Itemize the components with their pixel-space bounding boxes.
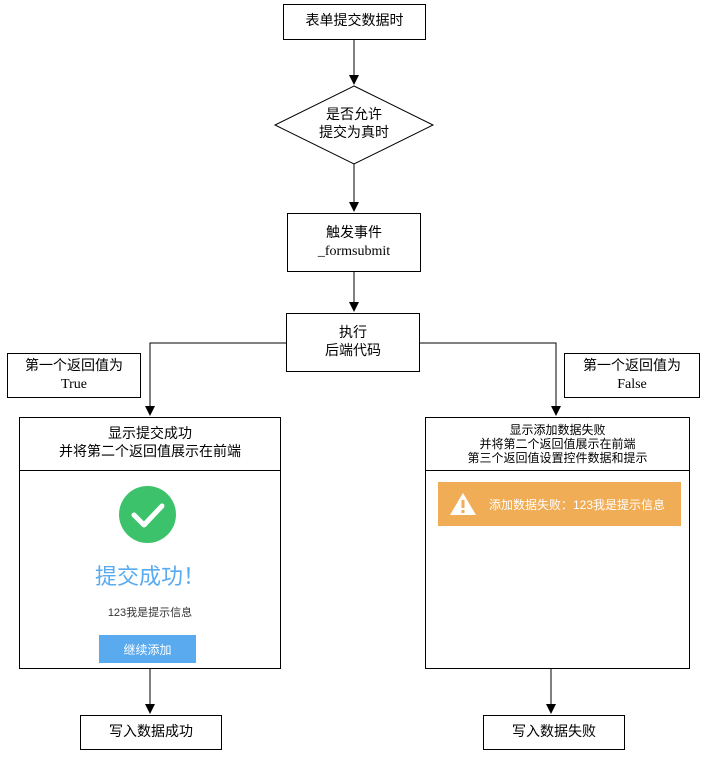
- arrow-execute-to-fail: [420, 342, 561, 416]
- fail-title-line-2: 并将第二个返回值展示在前端: [479, 437, 636, 451]
- success-panel-header: 显示提交成功 并将第二个返回值展示在前端: [20, 418, 280, 471]
- success-heading: 提交成功！: [94, 564, 205, 589]
- arrow-execute-to-success: [145, 342, 286, 416]
- fail-alert-bar: 添加数据失败：123我是提示信息: [438, 482, 681, 526]
- fail-title-line-1: 显示添加数据失败: [509, 423, 606, 437]
- label-true-line-2: True: [61, 376, 87, 392]
- label-false: 第一个返回值为 False: [564, 353, 700, 398]
- label-true-line-1: 第一个返回值为: [25, 358, 123, 374]
- success-panel: 显示提交成功 并将第二个返回值展示在前端 提交成功！ 123我是提示信息 继续添…: [19, 417, 281, 669]
- result-success-label: 写入数据成功: [109, 724, 193, 740]
- fail-title-line-3: 第三个返回值设置控件数据和提示: [467, 451, 648, 465]
- label-true: 第一个返回值为 True: [7, 353, 141, 398]
- trigger-line-1: 触发事件: [326, 225, 382, 241]
- check-circle-icon: [119, 486, 176, 543]
- start-node-label: 表单提交数据时: [305, 14, 404, 29]
- success-title-line-2: 并将第二个返回值展示在前端: [59, 445, 241, 460]
- fail-panel: 显示添加数据失败 并将第二个返回值展示在前端 第三个返回值设置控件数据和提示 添…: [425, 417, 690, 669]
- result-fail-node: 写入数据失败: [483, 715, 625, 750]
- success-title-line-1: 显示提交成功: [108, 427, 192, 442]
- execute-line-2: 后端代码: [325, 343, 381, 359]
- execute-node: 执行 后端代码: [286, 313, 420, 372]
- warning-triangle-icon: [450, 493, 476, 515]
- decision-line-1: 是否允许: [326, 108, 382, 123]
- result-success-node: 写入数据成功: [80, 715, 222, 750]
- fail-alert-message: 添加数据失败：123我是提示信息: [489, 497, 666, 512]
- continue-add-button[interactable]: 继续添加: [99, 635, 196, 663]
- label-false-line-1: 第一个返回值为: [583, 358, 681, 374]
- start-node: 表单提交数据时: [283, 4, 426, 40]
- decision-node: 是否允许 提交为真时: [290, 107, 418, 143]
- decision-diamond: [273, 85, 435, 165]
- trigger-node: 触发事件 _formsubmit: [287, 213, 421, 272]
- label-false-line-2: False: [617, 376, 647, 392]
- result-fail-label: 写入数据失败: [512, 724, 596, 740]
- trigger-line-2: _formsubmit: [317, 243, 391, 259]
- execute-line-1: 执行: [339, 325, 367, 341]
- success-message: 123我是提示信息: [107, 607, 193, 619]
- fail-panel-header: 显示添加数据失败 并将第二个返回值展示在前端 第三个返回值设置控件数据和提示: [426, 418, 689, 471]
- decision-line-2: 提交为真时: [319, 126, 389, 141]
